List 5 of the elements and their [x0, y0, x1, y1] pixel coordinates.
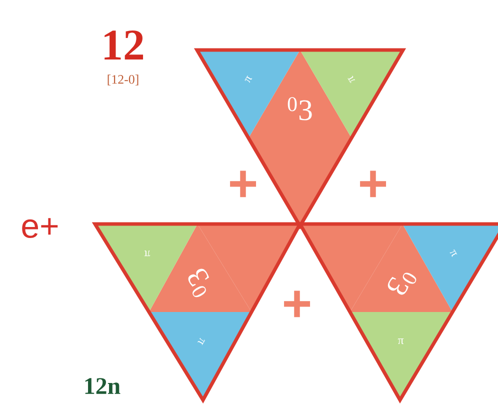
number-heading: 12 — [104, 30, 144, 60]
symbol-label: e+ — [22, 218, 58, 238]
score-label: [12-0] — [108, 74, 138, 86]
plus-sign: + — [360, 170, 386, 198]
plus-sign: + — [230, 170, 256, 198]
